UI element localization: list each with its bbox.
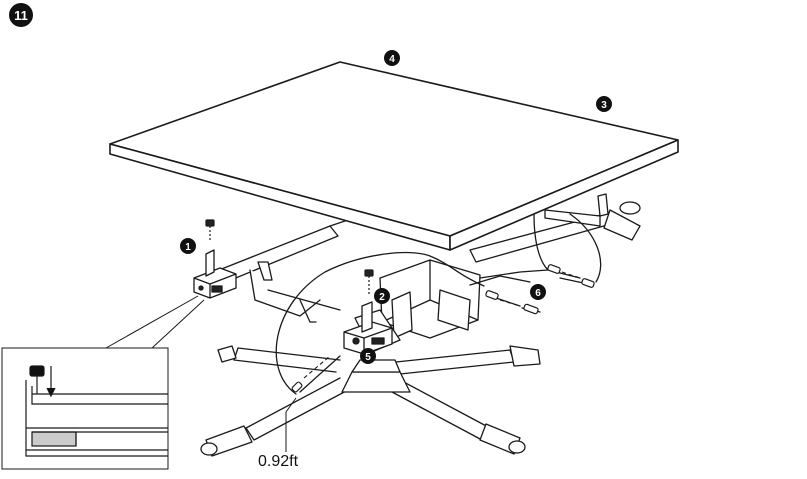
callout-6: 6 [530, 284, 546, 300]
detail-inset [2, 296, 204, 469]
step-number: 11 [14, 8, 28, 23]
step-badge: 11 [9, 3, 33, 27]
callout-2: 2 [374, 288, 390, 304]
callout-1: 1 [180, 238, 196, 254]
bracket-left [194, 250, 236, 298]
svg-text:1: 1 [185, 242, 191, 253]
callout-4: 4 [384, 50, 400, 66]
callout-5: 5 [360, 348, 376, 364]
callout-3: 3 [596, 96, 612, 112]
svg-text:3: 3 [601, 100, 607, 111]
svg-text:4: 4 [389, 54, 395, 65]
svg-text:6: 6 [535, 288, 541, 299]
cable-length-label: 0.92ft [258, 453, 299, 470]
screw-center [365, 270, 373, 296]
screw-left [206, 220, 214, 240]
svg-text:5: 5 [365, 352, 371, 363]
svg-text:2: 2 [379, 292, 385, 303]
